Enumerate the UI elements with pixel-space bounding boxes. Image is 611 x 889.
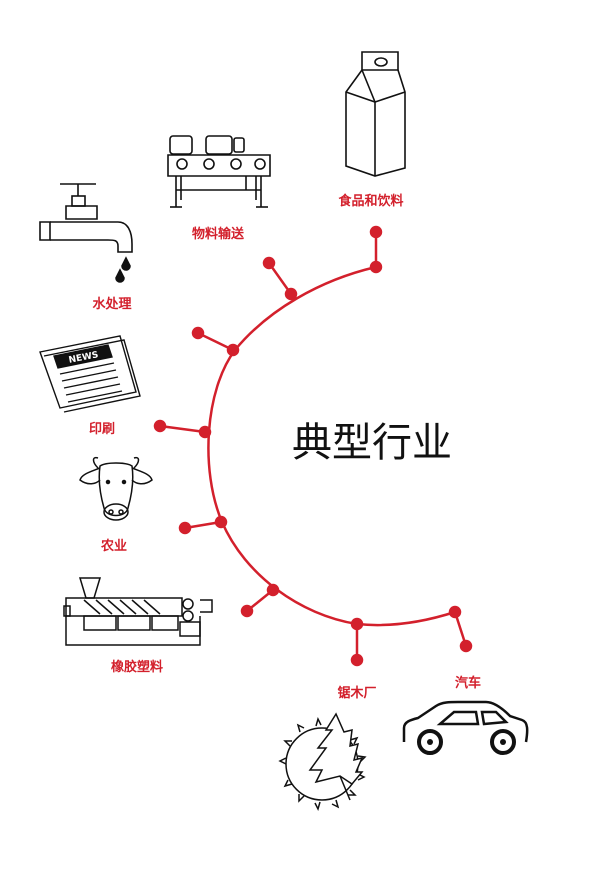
label-printing: 印刷: [88, 422, 116, 437]
diagram-title: 典型行业: [292, 420, 452, 466]
milk-carton-icon: [345, 51, 406, 177]
newspaper-icon: NEWS: [39, 335, 141, 413]
label-rubber-plastics: 橡胶塑料: [110, 660, 164, 675]
car-icon: [402, 700, 529, 755]
label-sawmill: 锯木厂: [337, 686, 377, 701]
label-material-handling: 物料输送: [191, 227, 245, 242]
label-automotive: 汽车: [454, 676, 482, 691]
water-faucet-icon: [39, 183, 133, 283]
cow-icon: [79, 456, 153, 521]
label-agriculture: 农业: [100, 539, 128, 554]
arc-connectors: [153, 225, 473, 667]
extruder-icon: [63, 577, 213, 646]
conveyor-belt-icon: [167, 135, 271, 208]
tree: [308, 712, 364, 785]
label-food-beverage: 食品和饮料: [338, 194, 404, 209]
label-water-treatment: 水处理: [92, 297, 132, 312]
saw-blade-tree-icon: [278, 712, 367, 812]
